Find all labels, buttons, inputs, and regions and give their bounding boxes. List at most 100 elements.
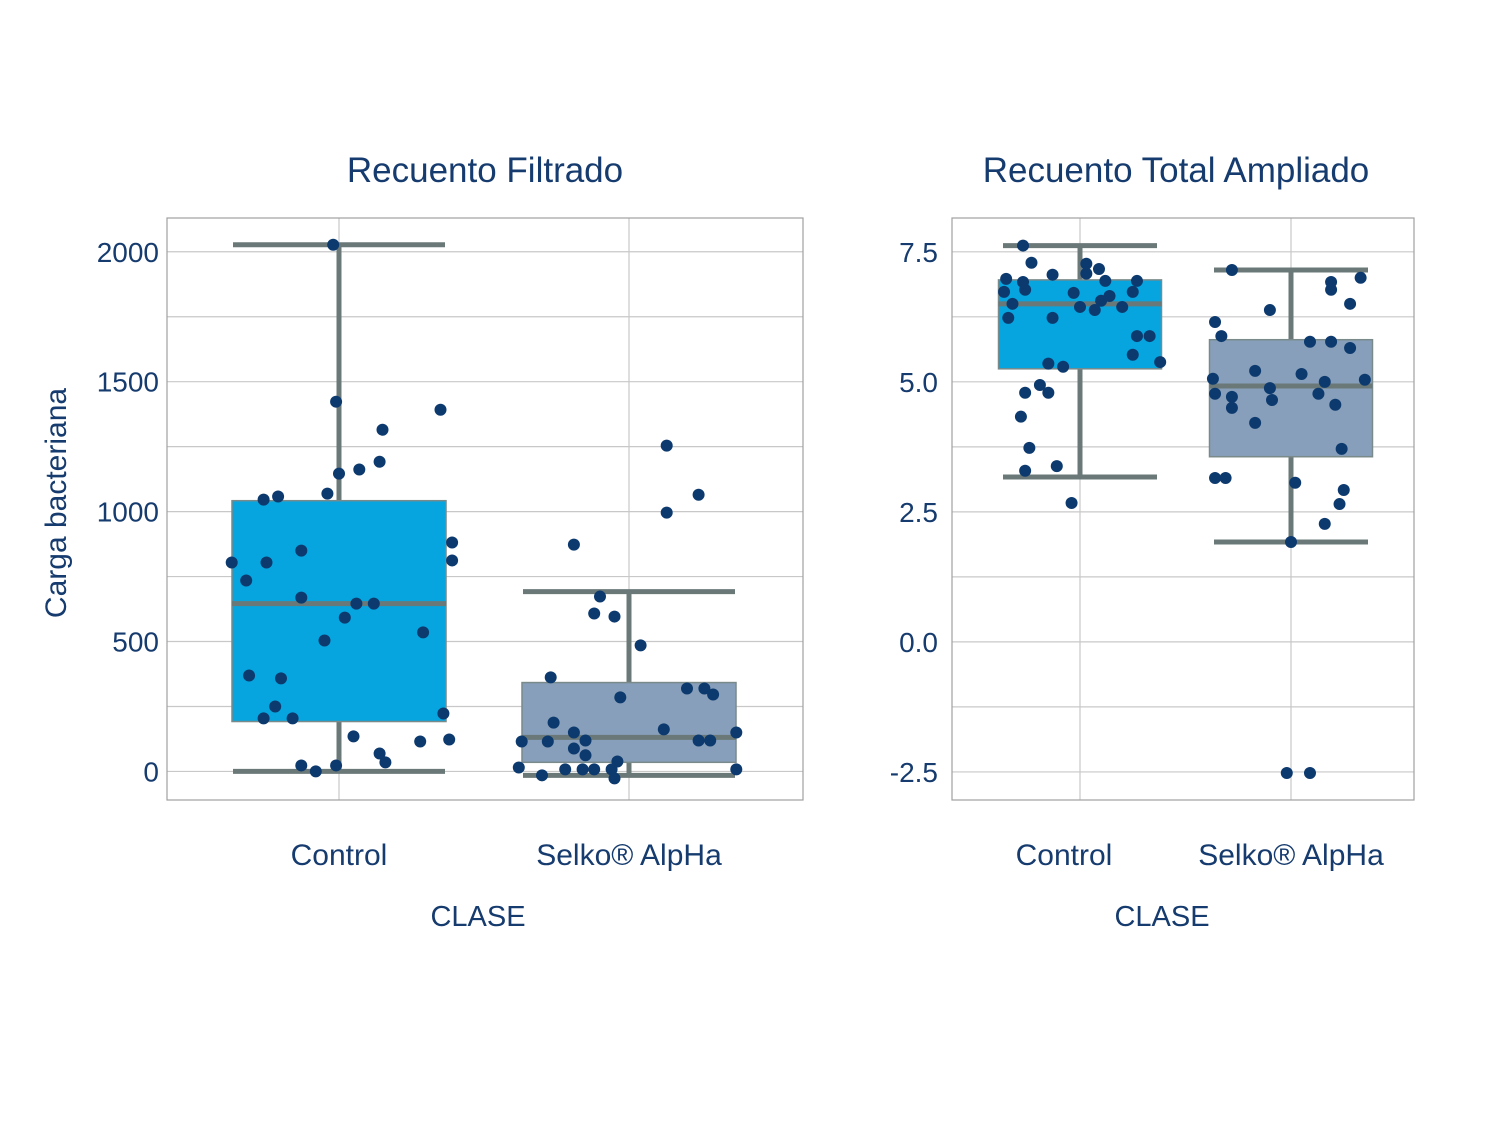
- data-point: [594, 590, 606, 603]
- data-point: [1289, 476, 1302, 489]
- data-point: [579, 734, 592, 747]
- data-point: [547, 716, 560, 729]
- data-point: [446, 554, 459, 567]
- data-point: [660, 506, 673, 519]
- data-point: [260, 556, 273, 569]
- data-point: [707, 688, 720, 701]
- data-point: [330, 395, 343, 408]
- data-point: [1042, 357, 1055, 370]
- data-point: [1006, 297, 1019, 310]
- y-tick-label: 0: [143, 756, 159, 787]
- data-point: [1303, 335, 1316, 348]
- x-tick-label: Selko® AlpHa: [1198, 839, 1384, 872]
- data-point: [1025, 256, 1038, 269]
- data-point: [588, 607, 601, 620]
- box-iqr: [231, 499, 447, 723]
- data-point: [1354, 271, 1367, 284]
- data-point: [1285, 536, 1297, 549]
- data-point: [1099, 274, 1112, 287]
- data-point: [318, 634, 331, 647]
- data-point: [1057, 360, 1070, 373]
- data-point: [1080, 267, 1093, 280]
- data-point: [1130, 274, 1143, 287]
- data-point: [1046, 268, 1059, 281]
- y-tick-label: 2000: [97, 237, 159, 268]
- x-tick-label: Control: [1016, 839, 1113, 872]
- data-point: [1263, 382, 1276, 395]
- data-point: [225, 556, 238, 569]
- data-point: [1126, 348, 1139, 361]
- data-point: [321, 487, 334, 500]
- data-point: [1002, 311, 1015, 324]
- data-point: [1219, 472, 1232, 485]
- data-point: [1042, 386, 1055, 399]
- data-point: [1333, 498, 1346, 511]
- data-point: [1337, 484, 1350, 497]
- data-point: [1017, 239, 1030, 252]
- data-point: [1358, 373, 1371, 386]
- data-point: [730, 763, 743, 776]
- data-point: [1225, 264, 1238, 277]
- data-point: [1344, 297, 1357, 310]
- data-point: [1303, 766, 1316, 779]
- y-tick-label: 1500: [97, 367, 159, 398]
- data-point: [1154, 356, 1167, 369]
- data-point: [295, 544, 308, 557]
- data-point: [1126, 285, 1139, 298]
- data-point: [692, 488, 705, 501]
- data-point: [1209, 387, 1222, 400]
- data-point: [373, 747, 386, 760]
- y-tick-label: 2.5: [899, 497, 938, 528]
- data-point: [634, 639, 647, 652]
- data-point: [660, 439, 673, 452]
- data-point: [1335, 442, 1348, 455]
- data-point: [327, 238, 340, 251]
- data-point: [1263, 304, 1276, 317]
- data-point: [272, 490, 285, 503]
- data-point: [1033, 378, 1046, 391]
- data-point: [1023, 441, 1036, 454]
- data-point: [1092, 262, 1105, 275]
- data-point: [536, 769, 548, 782]
- data-point: [437, 707, 450, 720]
- data-point: [1019, 464, 1032, 477]
- chart-title: Recuento Filtrado: [347, 151, 623, 190]
- data-point: [1088, 304, 1101, 317]
- plot-frame: [951, 217, 1415, 801]
- data-point: [1019, 283, 1032, 296]
- data-point: [1080, 257, 1093, 270]
- data-point: [1312, 387, 1325, 400]
- data-point: [1067, 286, 1080, 299]
- data-point: [1074, 300, 1086, 313]
- data-point: [579, 749, 592, 762]
- data-point: [1344, 342, 1357, 355]
- data-point: [295, 759, 308, 772]
- y-tick-label: 7.5: [899, 237, 938, 268]
- data-point: [338, 611, 351, 624]
- data-point: [376, 423, 389, 436]
- x-axis-label: CLASE: [430, 901, 525, 933]
- data-point: [275, 672, 287, 685]
- data-point: [614, 691, 627, 704]
- data-point: [1019, 386, 1032, 399]
- data-point: [1000, 272, 1013, 285]
- data-point: [1225, 390, 1238, 403]
- data-point: [434, 403, 447, 416]
- y-tick-label: 1000: [97, 497, 159, 528]
- data-point: [998, 285, 1011, 298]
- plot-frame: [166, 217, 804, 801]
- data-point: [330, 759, 343, 772]
- data-point: [1046, 311, 1059, 324]
- data-point: [1280, 766, 1293, 779]
- data-point: [657, 723, 670, 736]
- data-point: [1116, 300, 1129, 313]
- data-point: [1103, 290, 1116, 303]
- data-point: [567, 742, 580, 755]
- data-point: [417, 626, 430, 639]
- data-point: [515, 735, 528, 748]
- x-tick-label: Selko® AlpHa: [536, 839, 722, 872]
- data-point: [681, 682, 693, 695]
- y-tick-label: 500: [112, 627, 159, 658]
